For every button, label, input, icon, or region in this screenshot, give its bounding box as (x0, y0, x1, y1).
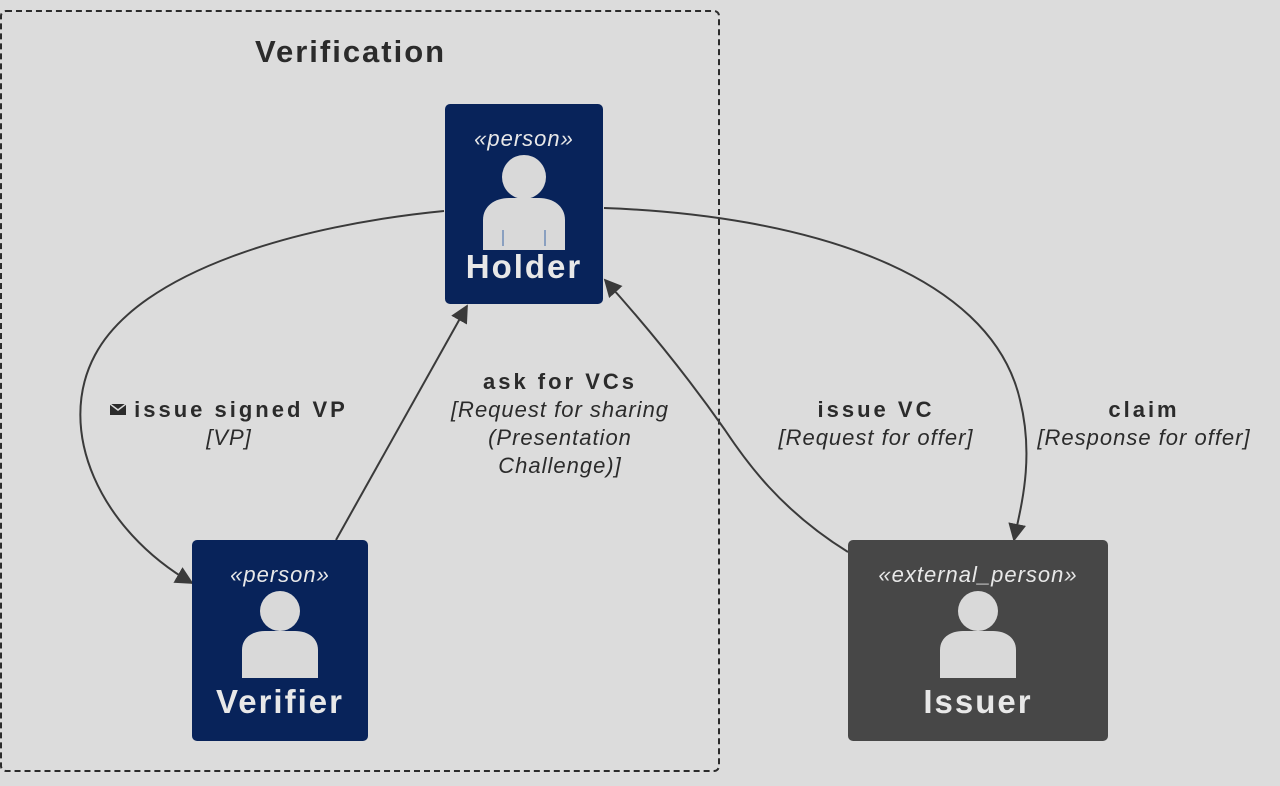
edge-name-issue-signed-vp: issue signed VP (134, 397, 348, 422)
person-icon (242, 591, 318, 678)
edge-tech-claim: [Response for offer] (1037, 425, 1251, 450)
verifier-label: Verifier (216, 683, 344, 720)
person-icon (483, 155, 565, 250)
verifier-stereotype: «person» (230, 562, 330, 587)
edge-label-issue-signed-vp: issue signed VP [VP] (98, 396, 360, 452)
verification-boundary (0, 10, 720, 772)
person-icon (940, 591, 1016, 678)
edge-label-issue-vc: issue VC [Request for offer] (756, 396, 996, 452)
edge-issue-signed-vp (79, 210, 445, 584)
issuer-stereotype: «external_person» (878, 562, 1078, 587)
edge-label-ask-for-vcs: ask for VCs [Request for sharing (Presen… (426, 368, 694, 480)
edge-ask-for-vcs (335, 304, 468, 541)
edge-tech-issue-signed-vp: [VP] (206, 425, 252, 450)
verifier-node[interactable]: «person» Verifier (192, 540, 368, 741)
holder-label: Holder (465, 248, 583, 285)
holder-node[interactable]: «person» Holder (445, 104, 603, 304)
edge-label-claim: claim [Response for offer] (1018, 396, 1270, 452)
boundary-title: Verification (255, 34, 447, 69)
edge-name-issue-vc: issue VC (817, 397, 935, 422)
edge-tech-ask-for-vcs-3: Challenge)] (498, 453, 622, 478)
issuer-label: Issuer (923, 683, 1033, 720)
edge-tech-ask-for-vcs-1: [Request for sharing (450, 397, 670, 422)
mail-icon (110, 404, 127, 415)
edge-tech-ask-for-vcs-2: (Presentation (488, 425, 632, 450)
issuer-node[interactable]: «external_person» Issuer (848, 540, 1108, 741)
edge-tech-issue-vc: [Request for offer] (778, 425, 974, 450)
edge-name-ask-for-vcs: ask for VCs (482, 369, 638, 394)
holder-stereotype: «person» (474, 126, 574, 151)
edge-issue-vc (603, 278, 849, 553)
edge-name-claim: claim (1108, 397, 1180, 422)
edge-claim (603, 207, 1028, 542)
